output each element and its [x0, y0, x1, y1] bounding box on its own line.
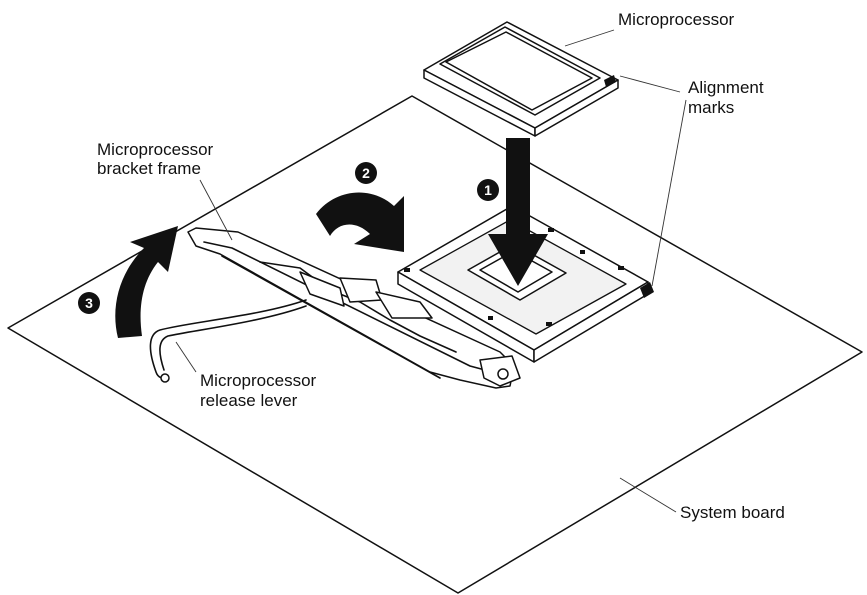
release-lever-label-line1: Microprocessor	[200, 371, 317, 390]
step-3-badge: 3	[78, 292, 100, 314]
socket-pins	[404, 228, 624, 326]
step-1-number: 1	[484, 182, 492, 198]
alignment-mark-leader-top	[619, 75, 681, 93]
bracket-frame-label-line2: bracket frame	[97, 159, 201, 178]
step-2-badge: 2	[355, 162, 377, 184]
system-board-label: System board	[680, 503, 785, 522]
microprocessor-label: Microprocessor	[618, 10, 735, 29]
step-1-badge: 1	[477, 179, 499, 201]
bracket-frame-leader	[199, 179, 233, 241]
alignment-marks-label-line1: Alignment	[688, 78, 764, 97]
step-2-arrow	[316, 192, 404, 252]
microprocessor-release-lever	[149, 299, 307, 383]
bracket-frame-label-line1: Microprocessor	[97, 140, 214, 159]
microprocessor-alignment-mark	[604, 75, 616, 87]
release-lever-leader	[175, 341, 197, 373]
microprocessor-bracket-frame	[187, 227, 521, 389]
leader-lines	[175, 29, 687, 513]
release-lever-label-line2: release lever	[200, 391, 298, 410]
microprocessor-leader	[564, 29, 615, 47]
alignment-marks-label-line2: marks	[688, 98, 734, 117]
microprocessor	[423, 21, 619, 137]
step-3-number: 3	[85, 295, 93, 311]
alignment-mark-leader-bottom	[651, 99, 687, 287]
step-3-arrow	[115, 226, 178, 338]
socket-alignment-mark	[640, 282, 654, 298]
system-board-leader	[619, 477, 677, 513]
step-1-arrow	[488, 138, 548, 286]
step-2-number: 2	[362, 165, 370, 181]
